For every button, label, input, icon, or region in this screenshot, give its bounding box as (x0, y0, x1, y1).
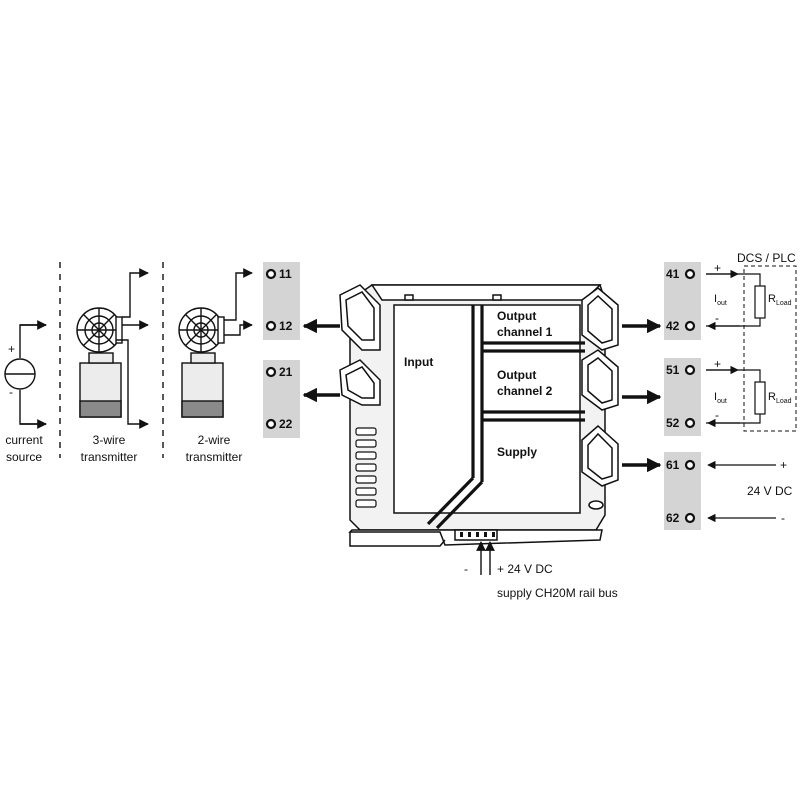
input-plug-lower (339, 359, 381, 406)
output-terminal-circles (684, 268, 696, 524)
rail-bus-voltage: + 24 V DC (497, 562, 553, 576)
isolator-housing (348, 284, 606, 547)
terminal-41-label: 41 (666, 267, 680, 281)
ch2-plus: + (714, 357, 721, 371)
two-wire-connections (224, 268, 253, 336)
input-terminal-circles (265, 268, 277, 430)
terminal-42-screw (684, 320, 696, 332)
ch1-minus: - (715, 311, 719, 325)
two-wire-label-line1: 2-wire (198, 433, 231, 447)
current-source (4, 320, 47, 429)
device-output1-label-line2: channel 1 (497, 325, 553, 339)
three-wire-transmitter (76, 307, 123, 418)
current-source-label-line2: source (6, 450, 42, 464)
supply-minus: - (781, 511, 785, 525)
supply-voltage-label: 24 V DC (747, 484, 793, 498)
terminal-12-label: 12 (279, 319, 293, 333)
current-source-label-line1: current (5, 433, 43, 447)
terminal-62-label: 62 (666, 511, 680, 525)
supply-plus: + (780, 458, 787, 472)
device-supply-label: Supply (497, 445, 537, 459)
input-plug-upper (339, 284, 381, 351)
load-resistor-ch2 (754, 381, 766, 415)
terminal-41-screw (684, 268, 696, 280)
device-output2-label-line2: channel 2 (497, 384, 553, 398)
three-wire-label-line1: 3-wire (93, 433, 126, 447)
current-source-minus: - (9, 385, 13, 399)
output-plug-supply (581, 424, 619, 510)
device-output1-label-line1: Output (497, 309, 536, 323)
output-loop-ch2 (706, 365, 766, 428)
dcs-plc-box (743, 265, 797, 432)
output-plug-ch2 (581, 349, 619, 411)
terminal-42-label: 42 (666, 319, 680, 333)
housing-vent-slots (355, 427, 377, 508)
internal-isolation-barriers (426, 305, 585, 530)
terminal-52-label: 52 (666, 416, 680, 430)
terminal-11-screw (265, 268, 277, 280)
isolator-front-panel (393, 304, 581, 514)
terminal-62-screw (684, 512, 696, 524)
load-resistor-ch1 (754, 285, 766, 319)
terminal-21-label: 21 (279, 365, 293, 379)
device-output2-label-line1: Output (497, 368, 536, 382)
terminal-22-screw (265, 418, 277, 430)
device-input-label: Input (404, 355, 433, 369)
ch1-plus: + (714, 261, 721, 275)
terminal-11-label: 11 (279, 267, 292, 281)
current-source-plus: + (8, 342, 15, 356)
terminal-12-screw (265, 320, 277, 332)
rail-bus-minus: - (464, 562, 468, 576)
ch2-current-label: Iout (714, 391, 727, 405)
output-plug-ch1 (581, 287, 619, 351)
two-wire-transmitter (178, 307, 225, 418)
rail-bus-pins (460, 532, 495, 537)
three-wire-label-line2: transmitter (81, 450, 138, 464)
terminal-21-screw (265, 366, 277, 378)
terminal-52-screw (684, 417, 696, 429)
terminal-51-label: 51 (666, 363, 680, 377)
output-loop-ch1 (706, 269, 766, 331)
dcs-plc-title: DCS / PLC (737, 251, 796, 265)
terminal-61-label: 61 (666, 458, 680, 472)
three-wire-connections (116, 268, 149, 429)
two-wire-label-line2: transmitter (186, 450, 243, 464)
ch2-minus: - (715, 408, 719, 422)
terminal-51-screw (684, 364, 696, 376)
terminal-22-label: 22 (279, 417, 293, 431)
ch1-current-label: Iout (714, 293, 727, 307)
ch1-load-label: RLoad (768, 293, 792, 307)
ch2-load-label: RLoad (768, 391, 792, 405)
rail-bus-supply-arrows (476, 541, 495, 575)
terminal-61-screw (684, 459, 696, 471)
rail-bus-label: supply CH20M rail bus (497, 586, 618, 600)
